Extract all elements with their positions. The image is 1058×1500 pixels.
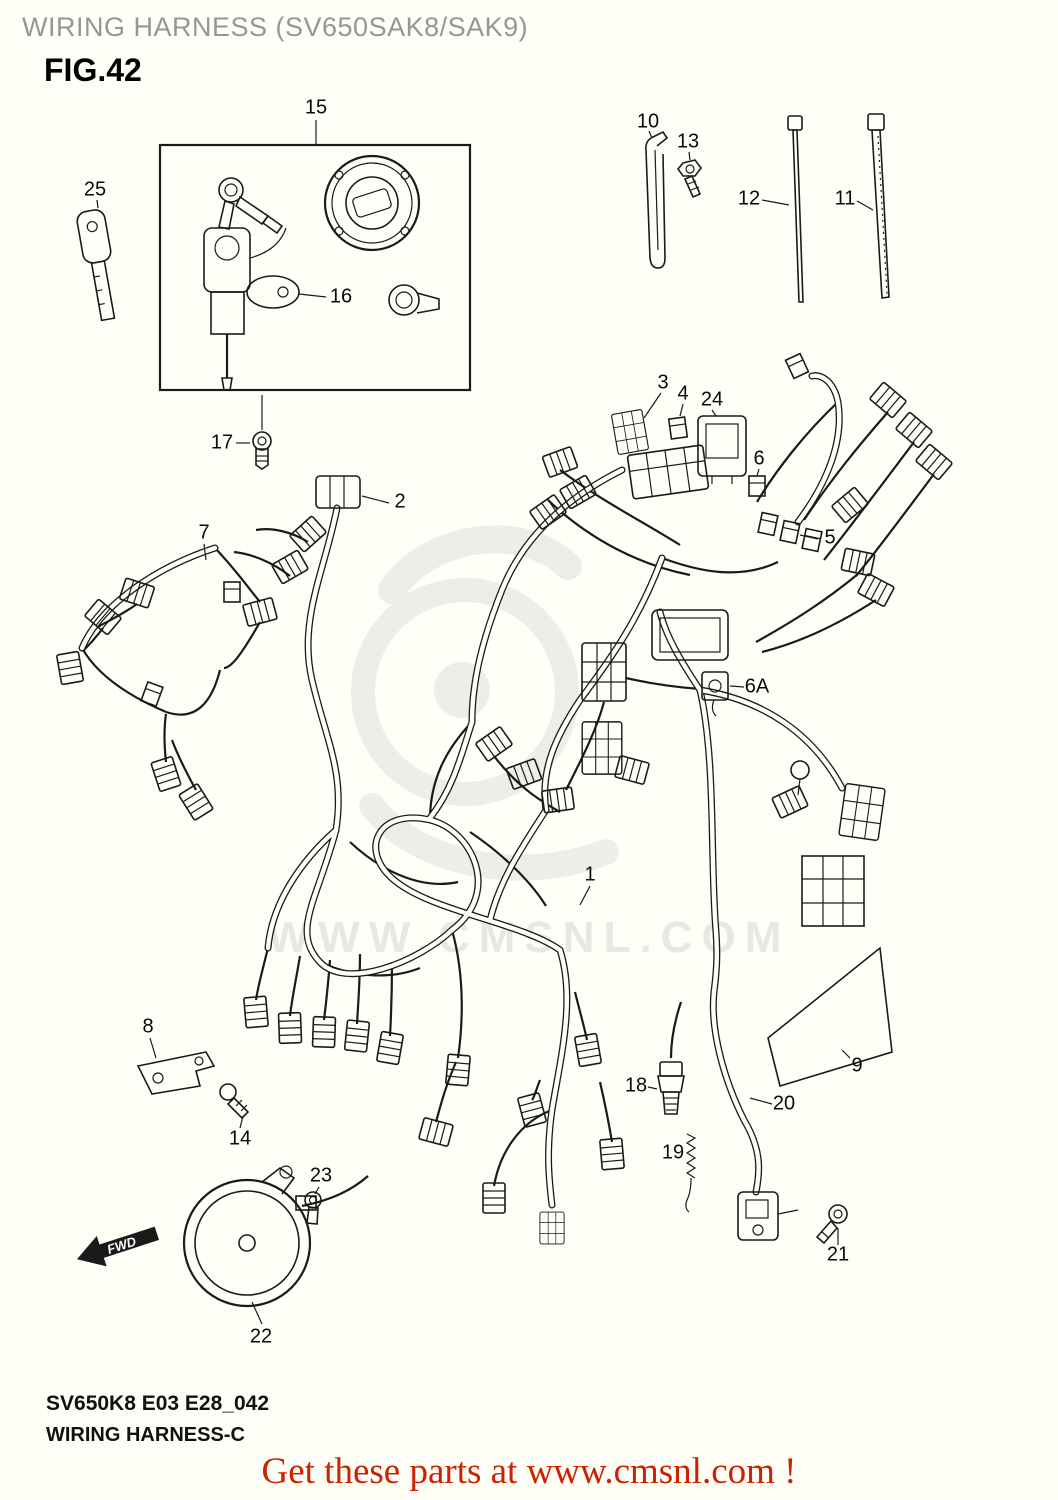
screw-23 [304,1191,322,1225]
blank-plate-9 [767,946,893,1088]
connector-6a [701,671,729,717]
bolt-21 [815,1204,848,1245]
screw-13 [676,159,702,199]
connector-2 [315,475,361,509]
screw-14 [219,1083,250,1120]
model-code: SV650K8 E03 E28_042 [46,1392,270,1415]
key-blank [76,209,116,322]
fwd-label: FWD [105,1233,138,1257]
right-connectors [770,760,886,927]
watermark-text: WWW.CMSNL.COM [268,913,791,962]
fwd-arrow: FWD [76,1226,159,1267]
cable-tie-ribbed [867,113,890,299]
ignition-switch-assembly [158,143,472,392]
bolt-17 [252,395,272,470]
horn [182,1165,317,1308]
cable-tie-smooth [787,115,804,303]
fuse-relay-cluster [528,352,954,608]
harness-tubes [78,372,846,1209]
brake-switch-18 [657,1061,685,1115]
leader-lines [96,120,874,1325]
main-connectors [474,642,729,814]
clamp-band [645,130,669,269]
relay-24 [697,415,747,484]
figure-number: FIG.42 [44,52,142,88]
diagram-name: WIRING HARNESS-C [46,1424,245,1446]
watermark: WWW.CMSNL.COM [268,525,791,962]
ecu-unit [651,609,729,661]
horn-bracket-8 [136,1051,216,1095]
fuel-cap [323,154,421,252]
spring-19 [685,1133,697,1213]
promo-banner: Get these parts at www.cmsnl.com ! [261,1451,797,1492]
page-title: WIRING HARNESS (SV650SAK8/SAK9) [22,12,529,42]
seat-lock-cylinder [388,284,440,316]
rear-switch-assembly [737,1191,799,1241]
